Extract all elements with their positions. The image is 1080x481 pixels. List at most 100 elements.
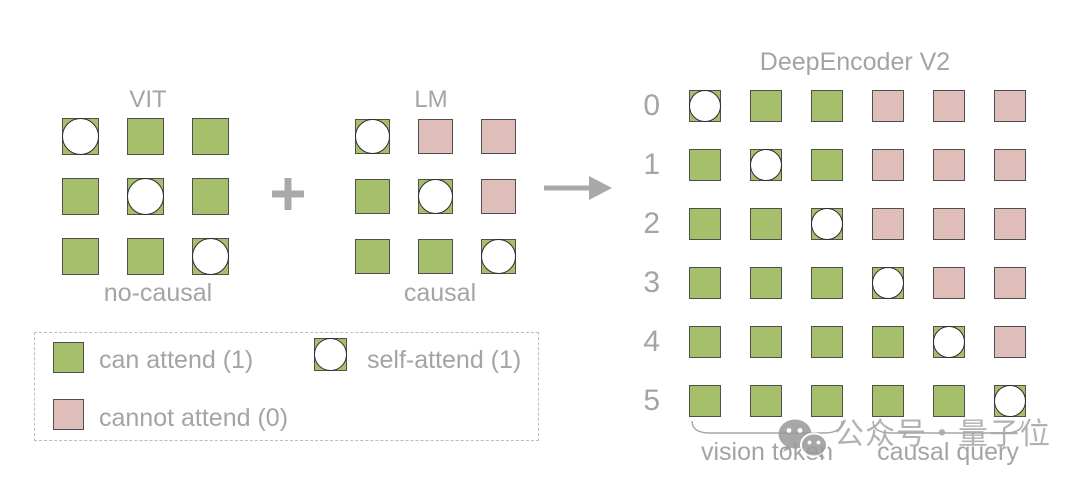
vit-title: VIT	[129, 86, 167, 113]
cannot-attend-cell	[994, 149, 1026, 181]
cannot-attend-cell	[481, 179, 516, 214]
legend-can-attend-label: can attend (1)	[99, 346, 254, 374]
cannot-attend-cell	[994, 326, 1026, 358]
can-attend-cell	[689, 267, 721, 299]
cannot-attend-cell	[994, 90, 1026, 122]
matrix-row: 1	[634, 149, 1026, 181]
row-index-label: 1	[643, 148, 660, 181]
self-attend-circle	[355, 119, 390, 154]
cannot-attend-cell	[933, 90, 965, 122]
can-attend-cell	[933, 385, 965, 417]
result-mask-matrix: 0 1 2 3 4 5	[634, 90, 1026, 444]
self-attend-circle	[689, 90, 721, 122]
result-title: DeepEncoder V2	[759, 48, 951, 76]
row-index-label: 5	[643, 384, 660, 417]
can-attend-cell	[750, 326, 782, 358]
can-attend-cell	[811, 385, 843, 417]
vit-mask-grid	[62, 118, 229, 275]
can-attend-cell	[811, 267, 843, 299]
lm-mask-grid	[355, 119, 516, 274]
self-attend-circle	[994, 385, 1026, 417]
self-attend-circle	[192, 238, 229, 275]
can-attend-cell	[750, 267, 782, 299]
can-attend-cell	[750, 90, 782, 122]
self-attend-circle	[933, 326, 965, 358]
self-attend-circle	[872, 267, 904, 299]
can-attend-cell	[872, 385, 904, 417]
self-attend-circle	[481, 239, 516, 274]
can-attend-cell	[689, 385, 721, 417]
can-attend-cell	[811, 90, 843, 122]
legend-can-attend-swatch	[53, 342, 84, 373]
cannot-attend-cell	[994, 267, 1026, 299]
self-attend-cell	[62, 118, 99, 155]
self-attend-cell	[933, 326, 965, 358]
vit-caption: no-causal	[103, 279, 213, 307]
matrix-row: 3	[634, 267, 1026, 299]
cannot-attend-cell	[933, 149, 965, 181]
row-index-label: 4	[643, 325, 660, 358]
self-attend-circle	[127, 178, 164, 215]
matrix-row: 0	[634, 90, 1026, 122]
legend-self-attend-swatch	[314, 338, 347, 371]
can-attend-cell	[355, 239, 390, 274]
can-attend-cell	[750, 385, 782, 417]
can-attend-cell	[418, 239, 453, 274]
can-attend-cell	[355, 179, 390, 214]
brace-vision-token	[690, 420, 844, 443]
can-attend-cell	[811, 149, 843, 181]
can-attend-cell	[127, 118, 164, 155]
can-attend-cell	[192, 118, 229, 155]
matrix-row: 5	[634, 385, 1026, 417]
self-attend-circle	[811, 208, 843, 240]
cannot-attend-cell	[418, 119, 453, 154]
can-attend-cell	[689, 326, 721, 358]
can-attend-cell	[192, 178, 229, 215]
row-index-label: 3	[643, 266, 660, 299]
self-attend-cell	[481, 239, 516, 274]
causal-query-label: causal query	[877, 438, 1019, 466]
can-attend-cell	[750, 208, 782, 240]
matrix-row: 2	[634, 208, 1026, 240]
self-attend-cell	[750, 149, 782, 181]
self-attend-cell	[994, 385, 1026, 417]
self-attend-cell	[689, 90, 721, 122]
can-attend-cell	[689, 208, 721, 240]
cannot-attend-cell	[994, 208, 1026, 240]
self-attend-cell	[418, 179, 453, 214]
brace-causal-query	[871, 420, 1025, 443]
can-attend-cell	[811, 326, 843, 358]
self-attend-circle	[62, 118, 99, 155]
row-index-label: 2	[643, 207, 660, 240]
self-attend-circle	[314, 338, 347, 371]
can-attend-cell	[127, 238, 164, 275]
watermark-text: 公众号・量子位	[834, 418, 1051, 451]
cannot-attend-cell	[933, 267, 965, 299]
arrow-right-icon	[541, 174, 613, 207]
legend: can attend (1) self-attend (1) cannot at…	[34, 332, 539, 441]
wechat-icon	[778, 419, 828, 459]
can-attend-cell	[689, 149, 721, 181]
cannot-attend-cell	[481, 119, 516, 154]
lm-caption: causal	[403, 279, 477, 307]
plus-icon	[270, 176, 306, 217]
cannot-attend-cell	[872, 149, 904, 181]
lm-title: LM	[414, 86, 448, 113]
cannot-attend-cell	[872, 208, 904, 240]
self-attend-cell	[872, 267, 904, 299]
matrix-row: 4	[634, 326, 1026, 358]
cannot-attend-cell	[872, 90, 904, 122]
self-attend-cell	[811, 208, 843, 240]
self-attend-circle	[750, 149, 782, 181]
legend-self-attend-label: self-attend (1)	[367, 346, 522, 374]
can-attend-cell	[872, 326, 904, 358]
self-attend-cell	[127, 178, 164, 215]
row-index-label: 0	[643, 89, 660, 122]
legend-cannot-attend-swatch	[53, 399, 84, 430]
cannot-attend-cell	[933, 208, 965, 240]
legend-cannot-attend-label: cannot attend (0)	[99, 404, 289, 432]
can-attend-cell	[62, 238, 99, 275]
self-attend-cell	[355, 119, 390, 154]
self-attend-circle	[418, 179, 453, 214]
